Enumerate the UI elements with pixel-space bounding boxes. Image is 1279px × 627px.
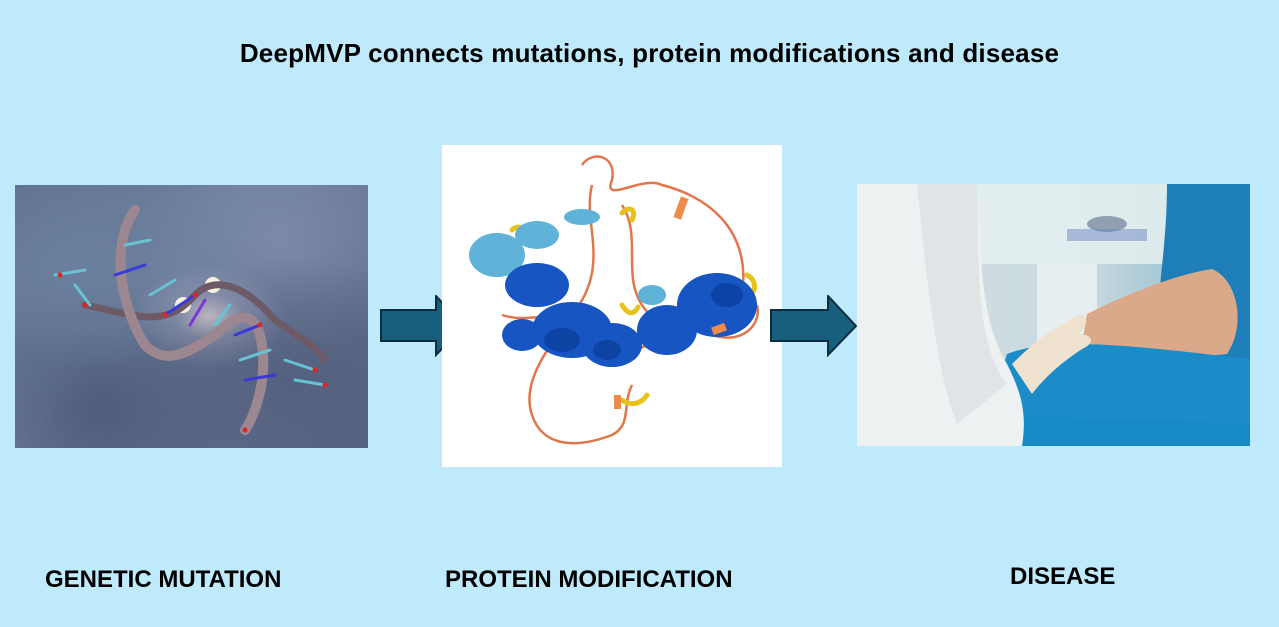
stage-label-disease: DISEASE: [1010, 563, 1116, 590]
protein-structure-image: [442, 145, 782, 467]
stage-label-protein-modification: PROTEIN MODIFICATION: [445, 566, 733, 593]
dna-double-helix-image: [15, 185, 368, 448]
doctor-patient-image: [857, 184, 1250, 446]
diagram-title: DeepMVP connects mutations, protein modi…: [239, 38, 1060, 68]
stage-label-genetic-mutation: GENETIC MUTATION: [45, 566, 282, 593]
right-arrow-icon: [770, 295, 858, 357]
